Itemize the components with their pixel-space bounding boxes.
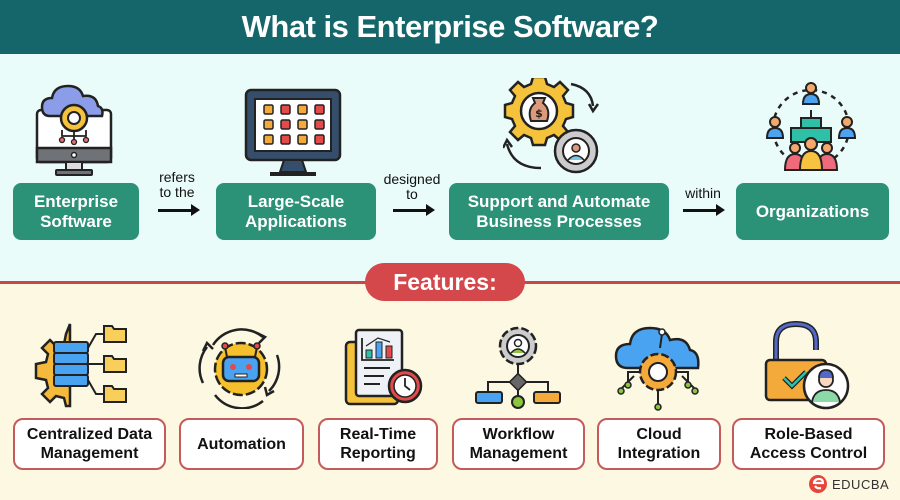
server-folders-icon [34, 323, 127, 408]
feature-cloud-integration: Cloud Integration [597, 418, 721, 470]
feature-role-based-access-control: Role-Based Access Control [732, 418, 885, 470]
connector-label-within: within [685, 185, 721, 201]
flow-node-label: Organizations [755, 201, 870, 221]
feature-real-time-reporting: Real-Time Reporting [318, 418, 438, 470]
feature-automation: Automation [179, 418, 304, 470]
cloud-gear-icon [614, 326, 700, 411]
brand-name: EDUCBA [832, 476, 890, 492]
arrow-right-icon [393, 204, 435, 216]
feature-label: Centralized Data Management [26, 426, 153, 462]
arrow-right-icon [683, 204, 725, 216]
flow-node-label: Enterprise Software [33, 191, 119, 231]
flow-node-enterprise-software: Enterprise Software [13, 183, 139, 240]
flow-node-label: Support and Automate Business Processes [467, 191, 651, 231]
educba-logo-icon [809, 475, 827, 493]
feature-centralized-data-management: Centralized Data Management [13, 418, 166, 470]
page-title: What is Enterprise Software? [241, 9, 659, 44]
flow-node-organizations: Organizations [736, 183, 889, 240]
definition-section [0, 54, 900, 282]
brand-logo: EDUCBA [808, 474, 889, 494]
workflow-gear-icon [475, 326, 561, 409]
connector-label-designed: designed to [383, 171, 441, 202]
flow-node-business-processes: Support and Automate Business Processes [449, 183, 669, 240]
feature-label: Cloud Integration [617, 426, 701, 462]
feature-label: Real-Time Reporting [339, 426, 417, 462]
org-people-icon [765, 82, 857, 171]
header-banner: What is Enterprise Software? [0, 0, 900, 54]
flow-node-large-scale-applications: Large-Scale Applications [216, 183, 376, 240]
arrow-right-icon [158, 204, 200, 216]
feature-label: Role-Based Access Control [749, 426, 868, 462]
flow-node-label: Large-Scale Applications [244, 191, 347, 231]
report-clock-icon [344, 328, 423, 406]
lock-user-icon [764, 320, 850, 410]
connector-label-refers: refers to the [159, 169, 195, 200]
gears-cycle-icon: $ [503, 78, 600, 174]
cloud-gear-monitor-icon [35, 84, 113, 176]
svg-text:$: $ [535, 107, 543, 120]
app-grid-monitor-icon [244, 88, 342, 176]
feature-label: Automation [197, 435, 286, 453]
feature-label: Workflow Management [469, 426, 568, 462]
features-heading: Features: [365, 263, 525, 301]
robot-gear-icon [198, 328, 281, 409]
feature-workflow-management: Workflow Management [452, 418, 585, 470]
